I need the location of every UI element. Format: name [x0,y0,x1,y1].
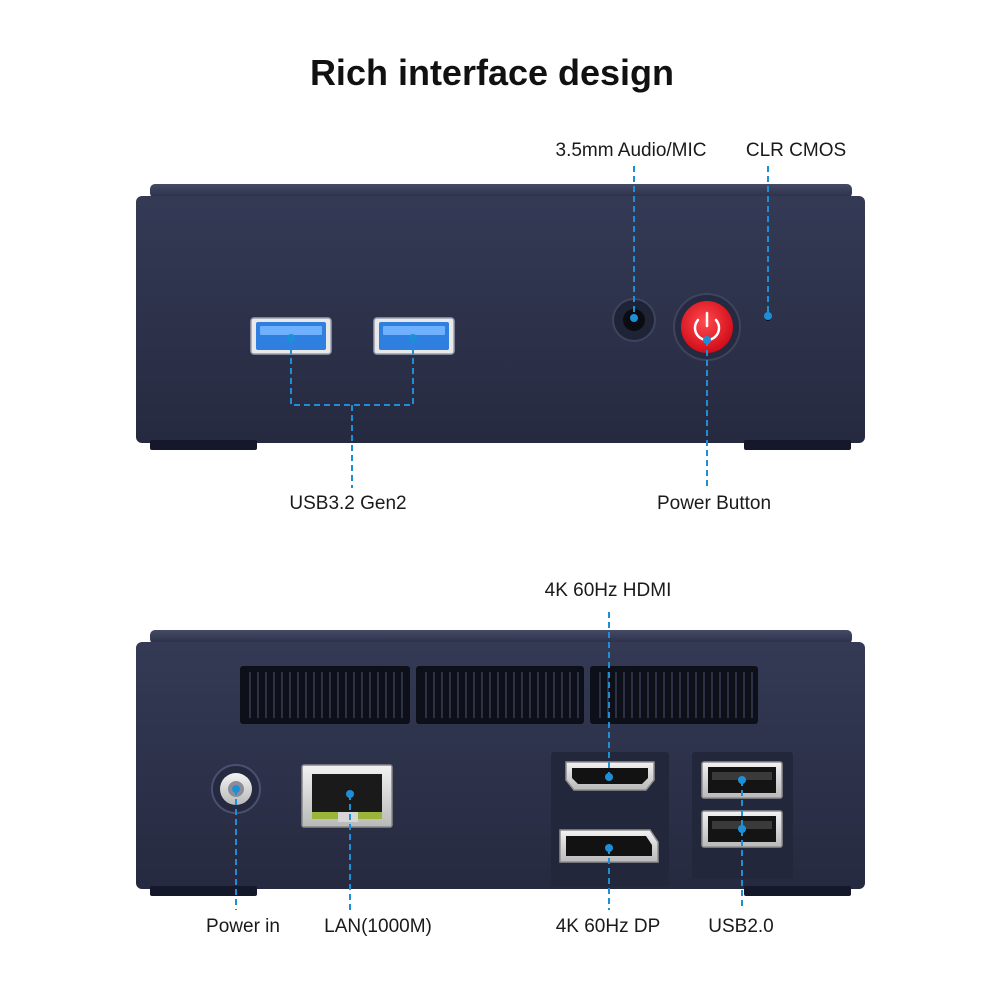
front-foot-left [150,440,257,450]
label-hdmi: 4K 60Hz HDMI [544,580,672,601]
front-callout-dots [287,312,772,344]
label-usb32: USB3.2 Gen2 [289,493,407,514]
label-dp: 4K 60Hz DP [555,916,661,937]
front-callout-lines [290,166,769,488]
page-title: Rich interface design [309,52,675,93]
rear-callout-lines [235,612,743,910]
label-audio-mic: 3.5mm Audio/MIC [555,140,707,161]
label-lan: LAN(1000M) [324,916,432,937]
front-body [136,196,865,443]
rear-panel [136,630,865,896]
rear-lid [150,630,852,644]
label-power-in: Power in [206,916,280,937]
front-panel [136,184,865,450]
rear-callout-dots [232,773,746,852]
power-icon [673,293,741,361]
front-foot-right [744,440,851,450]
label-power-button: Power Button [656,493,772,514]
label-usb2: USB2.0 [708,916,774,937]
front-lid [150,184,852,198]
label-clr-cmos: CLR CMOS [745,140,847,161]
rear-foot-left [150,886,257,896]
vent-grille-icon [240,666,758,724]
rear-foot-right [744,886,851,896]
